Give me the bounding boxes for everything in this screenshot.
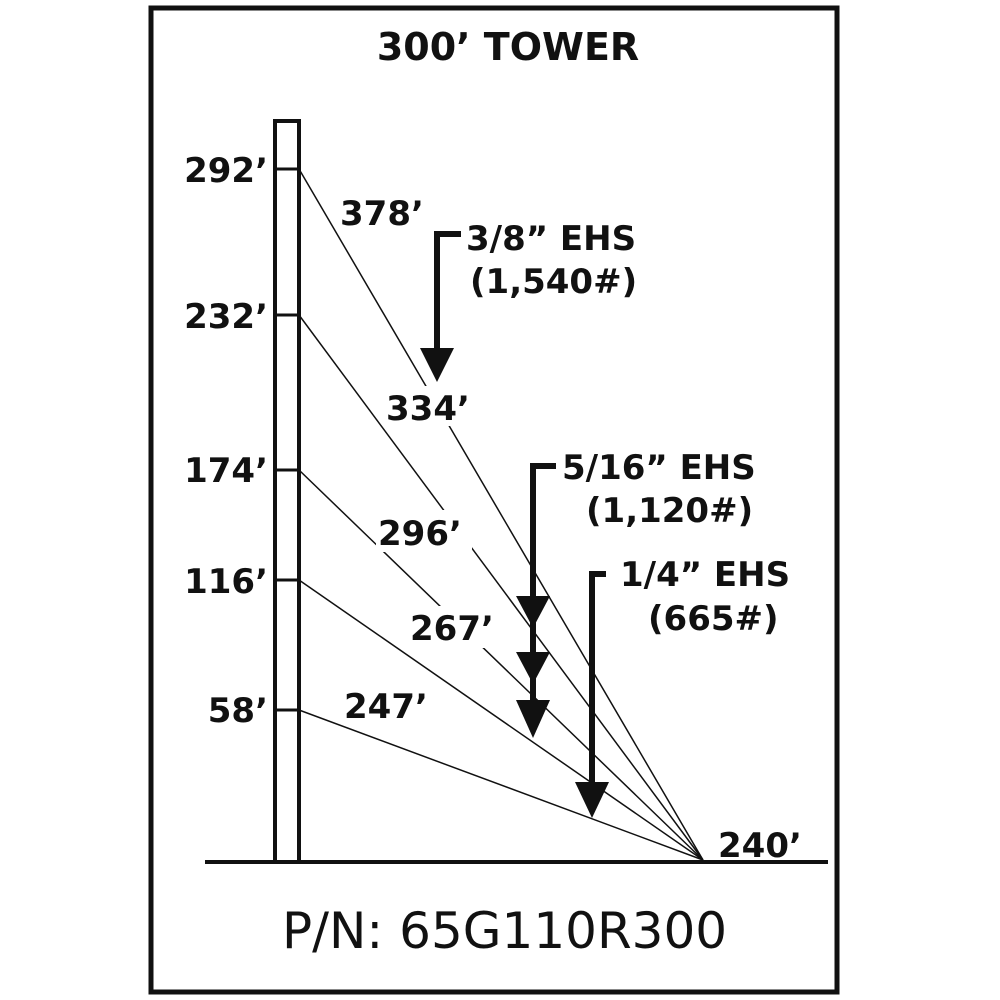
- anchor-distance-label: 240’: [718, 826, 802, 866]
- cable-arrow-5-16: [516, 463, 556, 738]
- part-number: P/N: 65G110R300: [282, 902, 727, 960]
- guy-length-378: 378’: [340, 194, 424, 234]
- height-label-292: 292’: [184, 151, 268, 191]
- guy-length-334: 334’: [386, 389, 470, 429]
- guy-length-267: 267’: [410, 609, 494, 649]
- guy-wire-116: [298, 579, 704, 861]
- guy-wire-292: [298, 168, 704, 861]
- height-label-174: 174’: [184, 451, 268, 491]
- height-label-232: 232’: [184, 297, 268, 337]
- cable-load-5-16: (1,120#): [586, 491, 753, 531]
- guy-length-296: 296’: [378, 514, 462, 554]
- height-label-116: 116’: [184, 562, 268, 602]
- diagram-frame: [148, 5, 840, 995]
- cable-size-5-16: 5/16” EHS: [562, 448, 756, 488]
- diagram-title: 300’ TOWER: [377, 25, 639, 69]
- cable-size-3-8: 3/8” EHS: [466, 219, 636, 259]
- guy-length-247: 247’: [344, 687, 428, 727]
- cable-size-1-4: 1/4” EHS: [620, 555, 790, 595]
- cable-arrow-1-4: [575, 571, 609, 818]
- tower-mast: [273, 119, 301, 864]
- guy-wire-232: [298, 314, 704, 861]
- cable-arrow-3-8: [420, 231, 461, 382]
- cable-load-1-4: (665#): [648, 599, 779, 639]
- cable-load-3-8: (1,540#): [470, 262, 637, 302]
- attachment-ticks: [275, 167, 299, 712]
- height-label-58: 58’: [208, 691, 268, 731]
- guy-wire-174: [298, 469, 704, 861]
- guy-wire-58: [298, 709, 704, 861]
- guy-wires: [298, 168, 704, 861]
